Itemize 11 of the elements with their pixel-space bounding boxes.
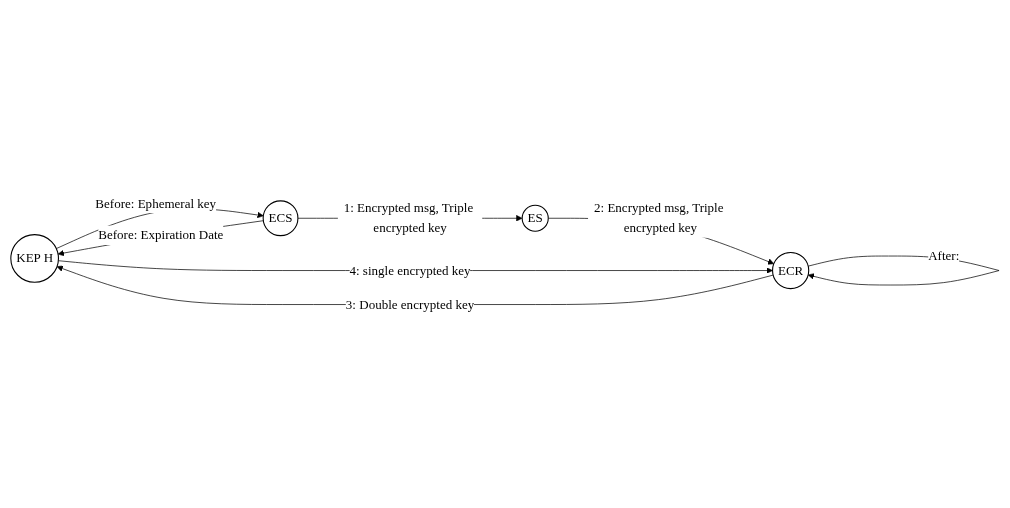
edge-label: After: [928,248,960,263]
edge-label: Before: Expiration Date [98,227,224,243]
node-circle: ECR [772,251,810,290]
edge-label: Before: Ephemeral key [95,195,217,211]
node-circle: KEP H [10,234,59,283]
edge-label: 4: single encrypted key [349,262,471,278]
edge-label: 1: Encrypted msg, Triple encrypted key [343,200,474,235]
node-circle: ECS [262,200,299,237]
edge-label: 2: Encrypted msg, Triple encrypted key [594,200,724,235]
edge-label: 3: Double encrypted key [345,296,475,312]
node-circle: ES [521,204,549,232]
